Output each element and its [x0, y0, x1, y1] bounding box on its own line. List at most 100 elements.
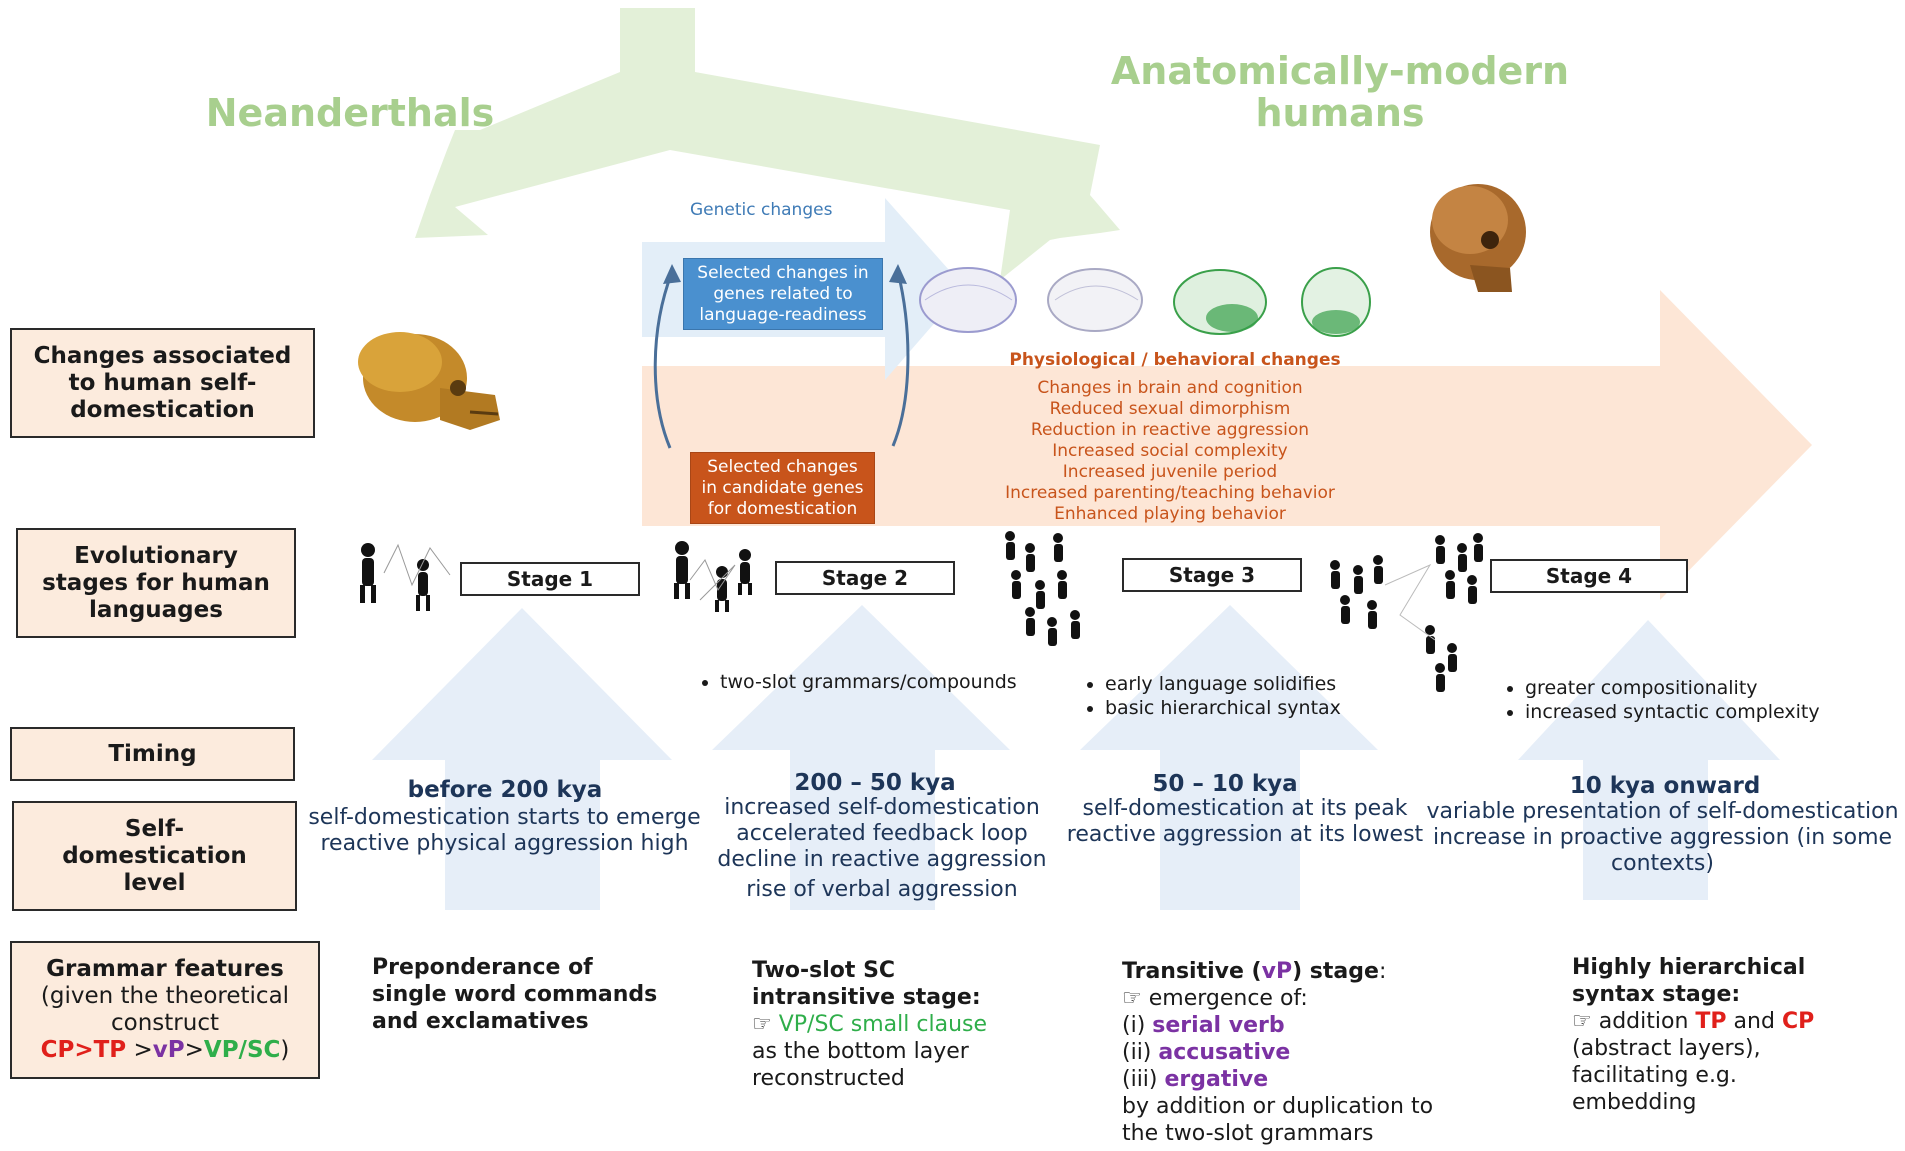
level-line: rise of verbal aggression	[746, 877, 1018, 902]
grammar-title-part: ) stage	[1292, 959, 1379, 984]
row-label-stages-line2: stages for human	[42, 569, 270, 596]
addition-text: addition	[1598, 1009, 1696, 1034]
tp-text: TP	[1695, 1009, 1727, 1034]
stage-4-bullets: greater compositionality increased synta…	[1495, 676, 1820, 724]
grammar-line: embedding	[1572, 1090, 1697, 1115]
level-line: reactive aggression at its lowest	[1066, 822, 1424, 847]
human-group-icon-stage1	[360, 543, 451, 611]
row-label-changes-line1: Changes associated	[33, 342, 292, 369]
bullet-item: greater compositionality	[1525, 676, 1820, 700]
row-label-stages: Evolutionary stages for human languages	[16, 528, 296, 638]
grammar-title: Highly hierarchical	[1572, 955, 1806, 980]
bullet-item: basic hierarchical syntax	[1105, 696, 1341, 720]
phys-item: Increased juvenile period	[1062, 462, 1278, 482]
numeral: (ii)	[1122, 1040, 1159, 1065]
bullet-item: two-slot grammars/compounds	[720, 670, 1017, 694]
grammar-label-line2: (given the theoretical	[40, 983, 290, 1009]
green-split-arrow	[415, 8, 1120, 280]
row-label-timing-text: Timing	[108, 740, 197, 767]
grammar-stage-1: Preponderance of single word commands an…	[372, 954, 657, 1035]
level-stage-4: variable presentation of self-domesticat…	[1425, 799, 1900, 877]
domestication-genes-line1: Selected changes	[707, 457, 858, 477]
row-label-changes-line2: to human self-	[68, 369, 257, 396]
grammar-title: Transitive (vP) stage:	[1122, 958, 1433, 985]
level-line: self-domestication at its peak	[1082, 796, 1408, 821]
row-label-stages-line1: Evolutionary	[74, 542, 238, 569]
stage-1-box: Stage 1	[460, 562, 640, 596]
grammar-line: (ii) accusative	[1122, 1039, 1433, 1066]
level-stage-1: self-domestication starts to emerge reac…	[302, 805, 707, 857]
phys-item: Increased parenting/teaching behavior	[1005, 483, 1335, 503]
phys-item: Changes in brain and cognition	[1037, 378, 1303, 398]
row-label-stages-line3: languages	[89, 596, 223, 623]
human-group-icon-stage4	[1330, 533, 1483, 692]
bullet-item: increased syntactic complexity	[1525, 700, 1820, 724]
serial-verb-text: serial verb	[1152, 1013, 1285, 1038]
brain-icon-2	[1047, 268, 1143, 332]
row-label-selfdom-line3: level	[123, 869, 186, 896]
phys-item: Reduced sexual dimorphism	[1049, 399, 1291, 419]
human-group-icon-stage2	[674, 541, 752, 612]
construct-cp-tp: CP>TP	[40, 1037, 127, 1063]
grammar-line: (iii) ergative	[1122, 1066, 1433, 1093]
phys-item: Reduction in reactive aggression	[1030, 420, 1310, 440]
row-label-self-domestication: Self- domestication level	[12, 801, 297, 911]
grammar-line: (i) serial verb	[1122, 1012, 1433, 1039]
bullet-item: early language solidifies	[1105, 672, 1341, 696]
level-line: decline in reactive aggression	[717, 847, 1047, 872]
up-arrow-stage4	[1518, 620, 1780, 900]
grammar-line: facilitating e.g.	[1572, 1063, 1737, 1088]
level-line: variable presentation of self-domesticat…	[1426, 799, 1899, 824]
neanderthals-title: Neanderthals	[205, 91, 495, 135]
grammar-line: the two-slot grammars	[1122, 1121, 1374, 1146]
modern-humans-title: Anatomically-modern humans	[1090, 50, 1590, 134]
level-line: increased self-domestication	[724, 795, 1040, 820]
domestication-genes-line3: for domestication	[707, 499, 858, 519]
construct-close: )	[280, 1037, 290, 1063]
genes-language-line2: genes related to	[713, 284, 853, 304]
brain-icon-3	[1173, 269, 1267, 335]
grammar-line: (abstract layers),	[1572, 1036, 1761, 1061]
up-arrow-stage2	[712, 605, 1010, 910]
phys-item: Increased social complexity	[1052, 441, 1288, 461]
pointing-hand-icon: ☞	[1572, 1009, 1592, 1034]
physiological-list: Changes in brain and cognition Reduced s…	[970, 378, 1370, 525]
peach-timeline-arrow	[642, 290, 1812, 600]
numeral: (iii)	[1122, 1067, 1165, 1092]
grammar-stage-4: Highly hierarchical syntax stage: ☞ addi…	[1572, 954, 1814, 1116]
genes-language-box: Selected changes in genes related to lan…	[683, 258, 883, 330]
grammar-title: syntax stage:	[1572, 982, 1741, 1007]
physiological-heading: Physiological / behavioral changes	[1009, 350, 1341, 370]
grammar-line: by addition or duplication to	[1122, 1094, 1434, 1119]
emergence-text: emergence of:	[1148, 986, 1308, 1011]
level-stage-3: self-domestication at its peak reactive …	[1060, 796, 1430, 848]
numeral: (i)	[1122, 1013, 1153, 1038]
timing-stage-4: 10 kya onward	[1569, 773, 1761, 799]
grammar-label-line1: Grammar features	[46, 956, 284, 982]
grammar-line: Preponderance of	[372, 955, 593, 980]
row-label-selfdom-line1: Self-	[124, 815, 185, 842]
neanderthal-skull-icon	[358, 332, 500, 430]
genes-language-line3: language-readiness	[699, 305, 867, 325]
modern-humans-title-line1: Anatomically-modern	[1110, 49, 1570, 93]
stage-2-bullets: two-slot grammars/compounds	[690, 670, 1017, 694]
up-arrow-stage3	[1080, 605, 1378, 910]
brain-icon-1	[919, 267, 1017, 333]
timing-stage-1: before 200 kya	[407, 777, 603, 803]
construct-sep: >	[184, 1037, 204, 1063]
grammar-line: ☞ emergence of:	[1122, 985, 1433, 1012]
timing-stage-3: 50 – 10 kya	[1152, 771, 1298, 797]
timing-stage-2: 200 – 50 kya	[794, 770, 956, 796]
brain-icon-4	[1301, 267, 1371, 337]
stage-2-box: Stage 2	[775, 561, 955, 595]
level-line: contexts)	[1611, 851, 1714, 876]
modern-human-skull-icon	[1430, 184, 1526, 292]
accusative-text: accusative	[1158, 1040, 1291, 1065]
stage-3-bullets: early language solidifies basic hierarch…	[1075, 672, 1341, 720]
small-clause-text: VP/SC small clause	[778, 1012, 988, 1037]
up-arrow-stage1	[372, 608, 672, 910]
pointing-hand-icon: ☞	[752, 1012, 772, 1037]
grammar-title-part: Transitive (	[1122, 959, 1262, 984]
construct-vp-sc: VP/SC	[203, 1037, 281, 1063]
